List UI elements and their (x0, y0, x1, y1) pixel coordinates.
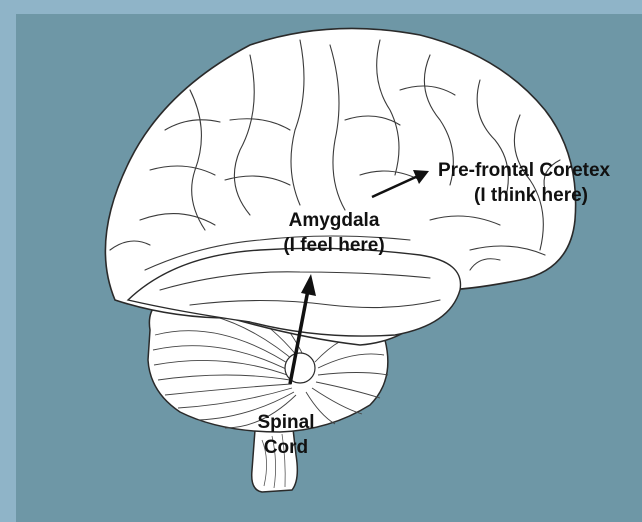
label-spinal-cord: Spinal Cord (248, 410, 324, 460)
label-spinal-line1: Spinal (248, 410, 324, 435)
label-prefrontal-cortex: Pre-frontal Coretex (I think here) (438, 158, 642, 208)
label-spinal-line2: Cord (248, 435, 324, 460)
label-amygdala: Amygdala (I feel here) (268, 208, 400, 258)
label-prefrontal-line2: (I think here) (438, 183, 642, 208)
label-amygdala-line2: (I feel here) (268, 233, 400, 258)
label-prefrontal-line1: Pre-frontal Coretex (438, 158, 642, 183)
label-amygdala-line1: Amygdala (268, 208, 400, 233)
